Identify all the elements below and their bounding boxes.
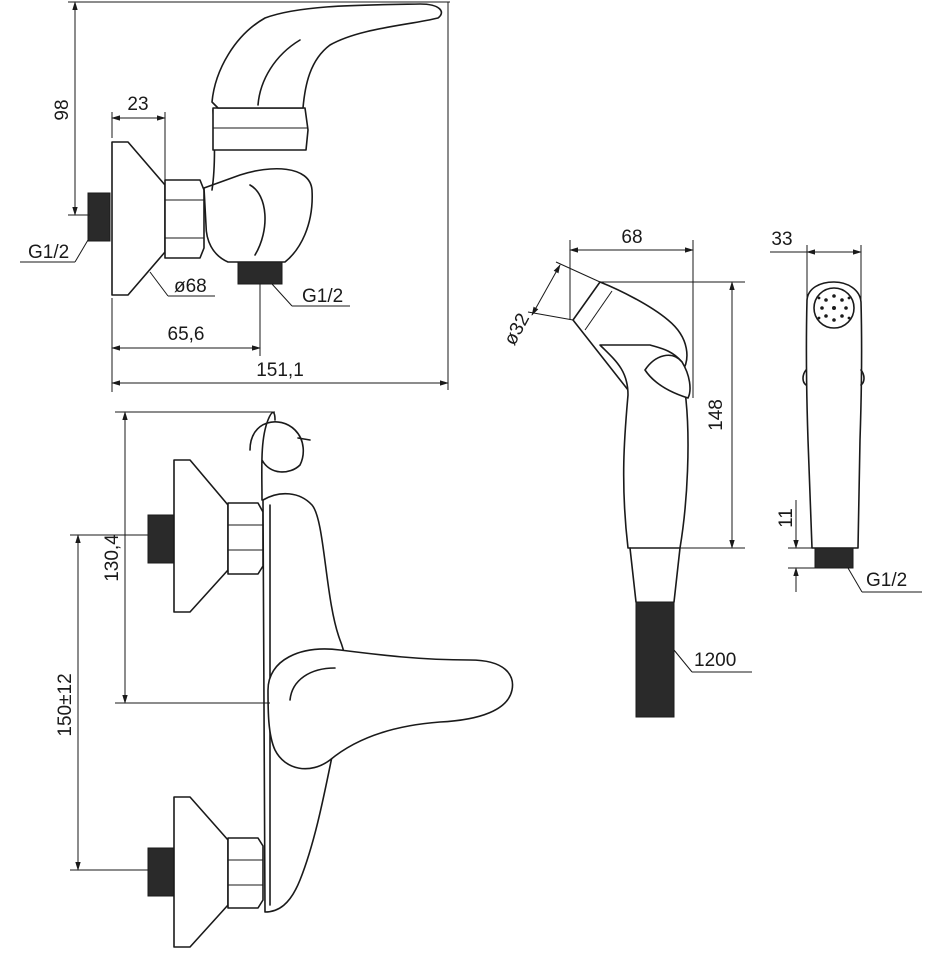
handset-diameter-label: ø32 — [500, 310, 534, 349]
side-thread-label: G1/2 — [866, 570, 907, 591]
mixer-front-view: 130,4 150±12 — [55, 411, 514, 948]
lower-wall-stub — [147, 847, 175, 897]
wall-flange — [111, 141, 166, 296]
handset-trigger — [644, 354, 691, 399]
cartridge-ring — [212, 107, 309, 151]
dim-65-6-label: 65,6 — [168, 324, 205, 345]
front-lever — [267, 648, 514, 770]
upper-wall-stub — [147, 514, 175, 564]
dim-23-label: 23 — [127, 94, 148, 115]
handset-side-view: ø32 68 148 1200 — [500, 227, 752, 718]
spray-head-ring — [813, 287, 855, 329]
dim-33-label: 33 — [771, 229, 792, 250]
handset-front-body — [805, 281, 863, 549]
lower-flange — [173, 796, 229, 948]
dim-130-4-label: 130,4 — [102, 534, 123, 582]
hose-length-label: 1200 — [694, 650, 736, 671]
spray-nozzles — [817, 294, 851, 322]
thread-bottom-label: G1/2 — [302, 286, 343, 307]
thread-left-label: G1/2 — [28, 242, 69, 263]
dim-68-label: 68 — [621, 227, 642, 248]
hex-nut — [164, 179, 205, 259]
mixer-lever — [211, 3, 443, 109]
dim-98-label: 98 — [52, 99, 73, 120]
lower-nut — [227, 837, 264, 909]
handset-front-view: 33 11 G1/2 — [770, 229, 922, 593]
upper-nut — [227, 502, 264, 575]
upper-flange — [173, 459, 229, 613]
mixer-body — [203, 167, 313, 263]
dim-148-label: 148 — [706, 399, 727, 431]
flange-diameter-label: ø68 — [174, 276, 207, 297]
hose — [635, 601, 675, 718]
dim-11-label: 11 — [776, 508, 797, 528]
outlet-thread — [237, 261, 283, 285]
wall-thread-stub — [87, 192, 111, 242]
dim-150-label: 150±12 — [55, 673, 76, 736]
dim-151-1-label: 151,1 — [256, 360, 304, 381]
front-thread-stub — [814, 547, 854, 569]
mixer-side-view: 98 23 G1/2 ø68 G1/2 65,6 151,1 — [20, 1, 450, 392]
handset-hook — [249, 411, 305, 501]
